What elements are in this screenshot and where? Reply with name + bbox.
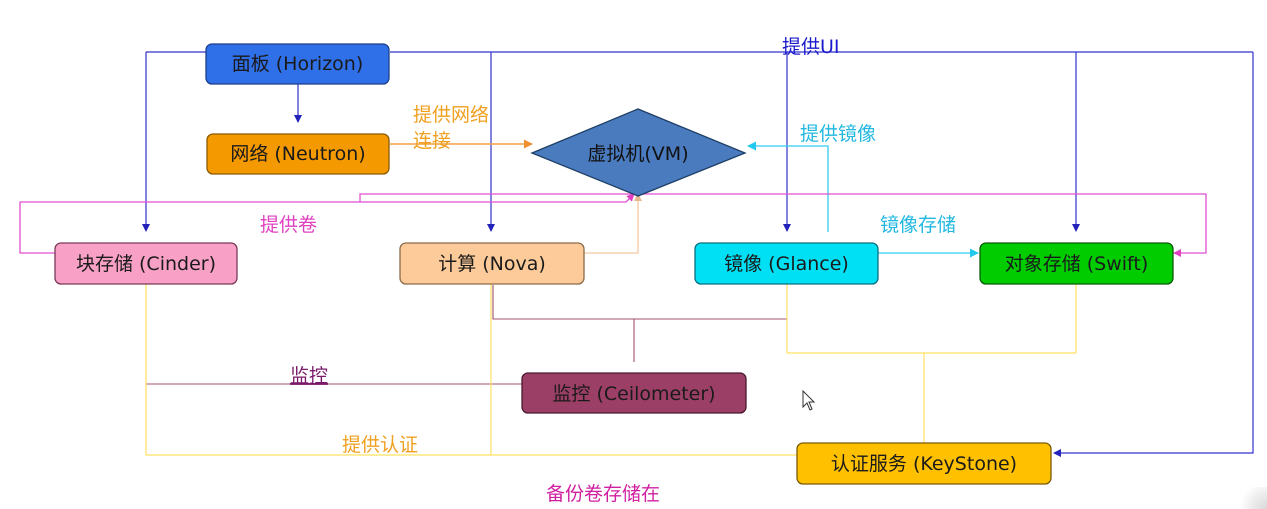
auth-lines [142,271,1080,456]
node-cinder-label: 块存储 (Cinder) [76,253,216,275]
backup-to-swift-line [359,193,1207,257]
monitor-bus-line [492,285,787,320]
node-vm: 虚拟机(VM) [530,108,747,197]
monitor-lines [146,285,787,385]
label-provide-network-line1: 提供网络 [413,104,489,126]
node-nova-label: 计算 (Nova) [438,253,546,275]
label-provide-network-line2: 连接 [413,130,451,152]
node-vm-label: 虚拟机(VM) [587,143,688,165]
node-keystone: 认证服务 (KeyStone) [796,442,1052,485]
page-corner-shadow [1237,487,1267,509]
horizon-to-keystone-line [1053,52,1254,457]
label-provide-volume: 提供卷 [260,214,317,236]
node-swift-label: 对象存储 (Swift) [1005,253,1149,275]
node-cinder: 块存储 (Cinder) [54,242,238,285]
node-neutron-label: 网络 (Neutron) [230,143,365,165]
node-glance-label: 镜像 (Glance) [724,253,849,275]
node-neutron: 网络 (Neutron) [206,133,390,175]
node-nova: 计算 (Nova) [399,242,585,285]
label-backup-volume: 备份卷存储在 [546,483,660,505]
node-horizon-label: 面板 (Horizon) [232,53,364,75]
ui-lines [142,51,1254,457]
label-image-storage: 镜像存储 [880,214,956,236]
node-keystone-label: 认证服务 (KeyStone) [831,453,1017,475]
node-glance: 镜像 (Glance) [694,242,879,285]
label-provide-auth: 提供认证 [342,434,418,456]
label-monitor: 监控 [290,365,328,387]
volume-lines [19,193,1207,257]
label-provide-ui: 提供UI [782,36,840,58]
mouse-pointer-icon [802,390,816,411]
label-provide-image: 提供镜像 [800,123,876,145]
node-ceilometer: 监控 (Ceilometer) [521,372,747,414]
node-ceilometer-label: 监控 (Ceilometer) [552,383,715,405]
node-swift: 对象存储 (Swift) [979,242,1174,285]
node-horizon: 面板 (Horizon) [205,43,390,85]
nova-to-vm-line [584,193,642,254]
cinder-to-vm-line [19,193,635,254]
glance-to-vm-line [747,141,829,232]
